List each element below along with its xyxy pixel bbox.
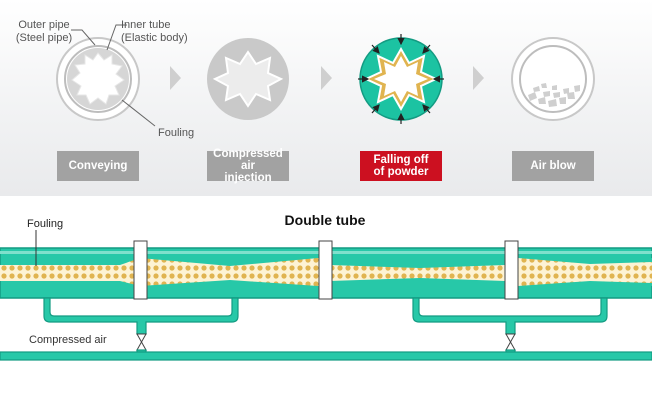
outer-pipe-label-line1: Outer pipe: [18, 19, 70, 31]
chevron-right-icon: [473, 66, 484, 90]
stage-air-blow-button: Air blow: [512, 151, 594, 181]
stage-conveying-text: Conveying: [68, 160, 128, 172]
stage-air-blow-text: Air blow: [530, 160, 576, 172]
stage-falling-text-line2: of powder: [373, 166, 429, 178]
outer-pipe-label: Outer pipe (Steel pipe): [14, 19, 74, 45]
stage-injection-graphic: [207, 38, 289, 120]
air-manifold-left: [43, 297, 239, 335]
double-tube-pipe: [0, 240, 652, 300]
fouling-label-top: Fouling: [158, 127, 195, 139]
chevron-right-icon: [170, 66, 181, 90]
stage-conveying-graphic: [56, 24, 156, 127]
inner-tube-label: Inner tube (Elastic body): [121, 19, 188, 45]
valve-icon: [136, 333, 147, 351]
fouling-label-bottom: Fouling: [27, 218, 64, 230]
stage-injection-text-line2: injection: [224, 172, 272, 184]
inner-tube-label-line2: (Elastic body): [121, 32, 188, 44]
valve-icon: [505, 333, 516, 351]
stage-conveying-button: Conveying: [57, 151, 139, 181]
stage-injection-text-line1: Compressed air: [213, 148, 283, 172]
stage-injection-button: Compressed air injection: [207, 148, 289, 184]
diagram-title: Double tube: [284, 212, 366, 228]
stage-air-blow-graphic: [511, 37, 595, 121]
air-manifold-right: [412, 297, 608, 335]
stage-falling-text-line1: Falling off: [373, 154, 429, 166]
compressed-air-line: [0, 351, 652, 361]
stage-falling-graphic: [358, 34, 444, 124]
outer-pipe-label-line2: (Steel pipe): [15, 32, 73, 44]
chevron-right-icon: [321, 66, 332, 90]
stage-falling-button: Falling off of powder: [360, 151, 442, 181]
inner-tube-label-line1: Inner tube: [121, 19, 171, 31]
compressed-air-label: Compressed air: [29, 334, 107, 346]
